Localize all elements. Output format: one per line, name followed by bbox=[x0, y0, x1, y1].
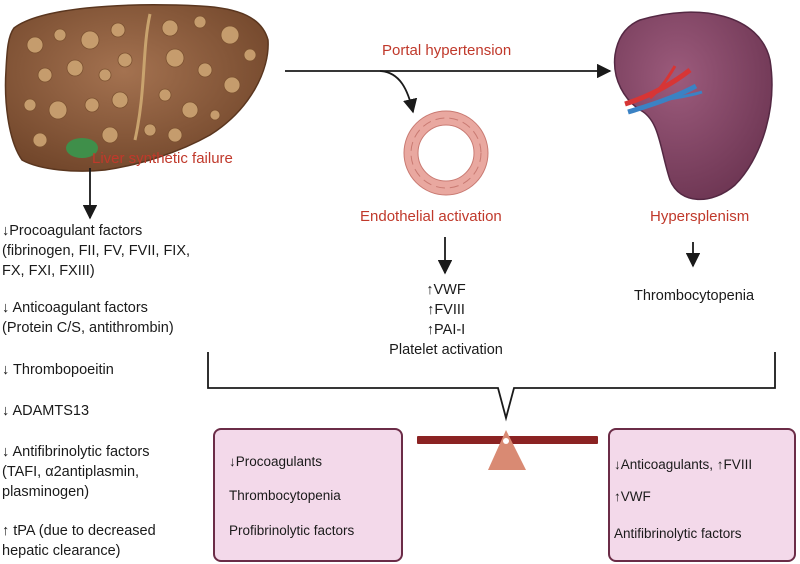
middle-text-line: ↑FVIII bbox=[427, 302, 465, 318]
left-group-thrombopoietin: ↓ Thrombopoeitin bbox=[2, 360, 114, 380]
left-group-anticoagulant: ↓ Anticoagulant factors (Protein C/S, an… bbox=[2, 298, 174, 338]
middle-text-line: ↑VWF bbox=[426, 282, 466, 298]
left-text-line: plasminogen) bbox=[2, 484, 90, 500]
left-text-line: (Protein C/S, antithrombin) bbox=[2, 320, 174, 336]
portal-hypertension-label: Portal hypertension bbox=[382, 42, 512, 59]
procoagulant-side-box: ↓Procoagulants Thrombocytopenia Profibri… bbox=[213, 428, 403, 562]
endothelial-effects-list: ↑VWF ↑FVIII ↑PAI-I Platelet activation bbox=[360, 280, 532, 360]
left-text-line: ↓Procoagulant factors bbox=[2, 223, 143, 239]
middle-text-line: Platelet activation bbox=[389, 342, 503, 358]
thrombocytopenia-label: Thrombocytopenia bbox=[634, 288, 755, 304]
balance-scale bbox=[417, 430, 598, 470]
box-left-item: Thrombocytopenia bbox=[229, 488, 341, 503]
balance-bracket bbox=[207, 352, 776, 422]
box-right-item: ↑VWF bbox=[614, 489, 651, 504]
left-text-line: ↓ Thrombopoeitin bbox=[2, 362, 114, 378]
endothelial-activation-label: Endothelial activation bbox=[360, 208, 502, 225]
left-group-antifibrinolytic: ↓ Antifibrinolytic factors (TAFI, α2anti… bbox=[2, 442, 149, 502]
left-group-adamts13: ↓ ADAMTS13 bbox=[2, 401, 89, 421]
arrows bbox=[82, 63, 701, 275]
anticoagulant-side-box: ↓Anticoagulants, ↑FVIII ↑VWF Antifibrino… bbox=[608, 428, 796, 562]
left-text-line: (TAFI, α2antiplasmin, bbox=[2, 464, 140, 480]
left-group-procoagulant: ↓Procoagulant factors (fibrinogen, FII, … bbox=[2, 221, 190, 281]
box-left-item: Profibrinolytic factors bbox=[229, 523, 355, 538]
left-text-line: ↓ Antifibrinolytic factors bbox=[2, 444, 150, 460]
hypersplenism-label: Hypersplenism bbox=[650, 208, 750, 225]
box-right-item: ↓Anticoagulants, ↑FVIII bbox=[614, 457, 753, 472]
left-text-line: FX, FXI, FXIII) bbox=[2, 263, 95, 279]
middle-text-line: ↑PAI-I bbox=[426, 322, 466, 338]
left-text-line: hepatic clearance) bbox=[2, 543, 121, 559]
spleen-illustration bbox=[613, 11, 773, 201]
left-text-line: ↓ ADAMTS13 bbox=[2, 403, 90, 419]
box-right-item: Antifibrinolytic factors bbox=[614, 526, 742, 541]
left-group-tpa: ↑ tPA (due to decreased hepatic clearanc… bbox=[2, 521, 156, 561]
blood-vessel-illustration bbox=[403, 110, 489, 196]
liver-failure-label: Liver synthetic failure bbox=[92, 150, 233, 167]
left-text-line: ↓ Anticoagulant factors bbox=[2, 300, 148, 316]
left-text-line: ↑ tPA (due to decreased bbox=[2, 523, 156, 539]
box-left-item: ↓Procoagulants bbox=[229, 454, 323, 469]
endothelial-curve-arrow bbox=[379, 70, 418, 114]
left-text-line: (fibrinogen, FII, FV, FVII, FIX, bbox=[2, 243, 191, 259]
liver-illustration bbox=[4, 4, 269, 172]
